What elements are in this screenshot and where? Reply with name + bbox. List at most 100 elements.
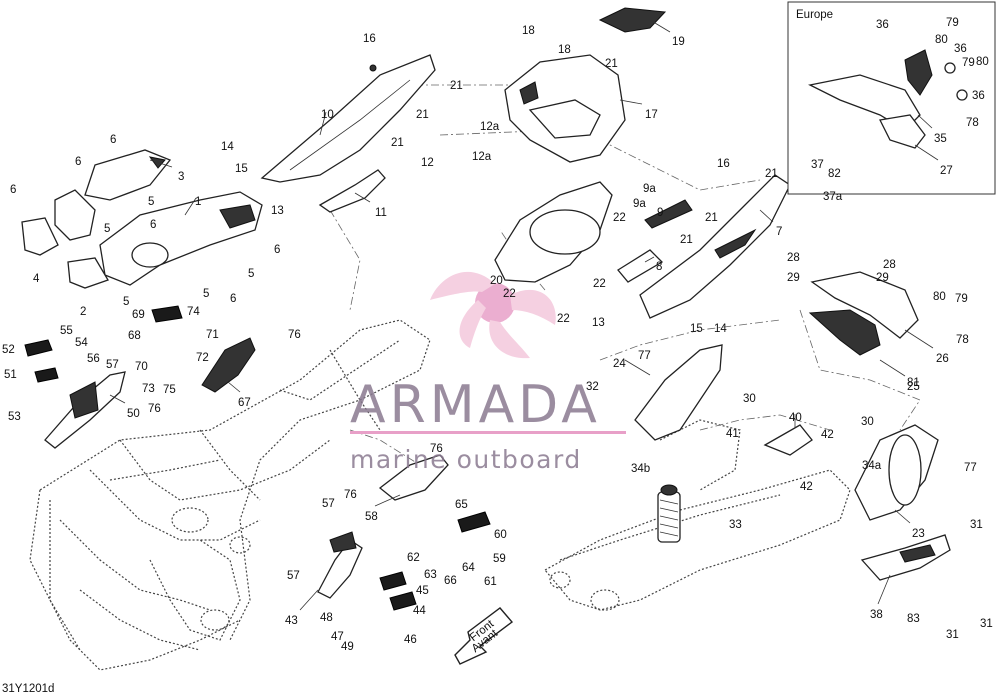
callout-label-c69: 69: [132, 309, 145, 321]
leader-line-c23: [894, 509, 911, 524]
callout-label-c38: 38: [870, 609, 883, 621]
callout-label-c28b: 28: [883, 259, 896, 271]
part-left-support: [54, 189, 96, 241]
callout-label-c81: 81: [907, 377, 920, 389]
callout-label-c12: 12: [421, 157, 434, 169]
callout-label-c71: 71: [206, 329, 219, 341]
part-heel-guard-58: [378, 454, 449, 501]
leader-line-c38: [877, 574, 891, 605]
watermark-brand: ARMADA: [350, 375, 601, 435]
callout-label-c5c: 5: [248, 268, 254, 280]
callout-label-c21a: 21: [450, 80, 463, 92]
callout-label-c19: 19: [672, 36, 685, 48]
callout-label-c6a: 6: [110, 134, 116, 146]
europe-inset: [787, 1, 996, 195]
leader-line-c10: [319, 111, 327, 136]
callout-label-c62: 62: [407, 552, 420, 564]
callout-label-c30b: 30: [861, 416, 874, 428]
callout-label-c56: 56: [87, 353, 100, 365]
callout-label-c14a: 14: [221, 141, 234, 153]
callout-label-c4: 4: [33, 273, 40, 285]
callout-label-c11: 11: [375, 207, 387, 219]
callout-label-c35: 35: [934, 133, 947, 145]
part-rear-guard-23: [854, 424, 939, 521]
propeller-logo: [430, 271, 556, 359]
part-heel-guard-67: [201, 337, 256, 393]
front-arrow: Front Avant: [454, 607, 514, 665]
leader-line-c58: [374, 494, 401, 507]
callout-label-c36a: 36: [876, 19, 889, 31]
part-tank-side-10: [260, 54, 436, 183]
callout-label-c18b: 18: [558, 44, 571, 56]
callout-label-c78b: 78: [956, 334, 969, 346]
part-seat-cowl: [494, 181, 693, 283]
document-code: 31Y1201d: [2, 683, 54, 695]
leader-line-c50: [109, 394, 126, 404]
leader-line-c67: [227, 381, 241, 393]
callout-label-c30a: 30: [743, 393, 756, 405]
part-tail-cap-19: [598, 7, 667, 33]
callout-label-c79b: 79: [962, 57, 975, 69]
callout-label-c66: 66: [444, 575, 457, 587]
leader-line-c3: [149, 159, 173, 168]
part-footpeg-60: [457, 511, 491, 533]
callout-label-c43: 43: [285, 615, 298, 627]
callout-label-c8: 8: [656, 261, 662, 273]
part-fender-26: [810, 271, 919, 339]
callout-label-c18a: 18: [522, 25, 535, 37]
callout-label-c22a: 22: [613, 212, 626, 224]
callout-label-c6b: 6: [75, 156, 81, 168]
callout-label-c79c: 79: [955, 293, 968, 305]
part-bracket-40: [763, 424, 813, 456]
part-heel-guard-50: [44, 371, 126, 449]
callout-label-c47: 47: [331, 631, 344, 643]
callout-label-c77a: 77: [638, 350, 651, 362]
callout-label-c23: 23: [912, 528, 925, 540]
callout-label-c80c: 80: [933, 291, 946, 303]
part-heel-guard-43: [317, 531, 363, 599]
leader-line-c27: [914, 144, 939, 161]
callout-label-c6e: 6: [274, 244, 280, 256]
callout-label-c5d: 5: [203, 288, 209, 300]
callout-label-c60: 60: [494, 529, 507, 541]
callout-label-c21g: 21: [680, 234, 693, 246]
shock-absorber: [657, 484, 681, 543]
callout-label-c16b: 16: [717, 158, 730, 170]
callout-label-c34b: 34b: [631, 463, 650, 475]
callout-label-c1: 1: [195, 196, 201, 208]
callout-label-c67: 67: [238, 397, 251, 409]
leader-line-c26: [904, 329, 934, 349]
callout-label-c54: 54: [75, 337, 88, 349]
callout-label-c31b: 31: [980, 618, 993, 630]
part-trim-11: [318, 169, 386, 213]
callout-label-c75: 75: [163, 384, 176, 396]
callout-label-c42b: 42: [800, 481, 813, 493]
callout-label-c49: 49: [341, 641, 354, 653]
callout-label-c61: 61: [484, 576, 497, 588]
callout-label-c82: 82: [828, 168, 841, 180]
callout-label-c57c: 57: [287, 570, 300, 582]
callout-label-c24: 24: [613, 358, 626, 370]
callout-label-c31c: 31: [946, 629, 959, 641]
callout-label-c73: 73: [142, 383, 155, 395]
callout-label-c9a2: 9a: [633, 198, 646, 210]
callout-label-c28a: 28: [787, 252, 800, 264]
callout-label-c57b: 57: [322, 498, 335, 510]
callout-label-c37: 37: [811, 159, 824, 171]
callout-label-c76c: 76: [430, 443, 443, 455]
callout-label-c13a: 13: [271, 205, 284, 217]
armada-watermark: ARMADA marine outboard: [350, 271, 626, 474]
callout-label-c59: 59: [493, 553, 506, 565]
part-decal-8: [617, 249, 664, 283]
callout-label-c10: 10: [321, 109, 334, 121]
callout-label-c21c: 21: [391, 137, 404, 149]
part-left-panel-1: [99, 191, 263, 286]
callout-label-c7: 7: [776, 226, 782, 238]
callout-label-c3: 3: [178, 171, 184, 183]
leader-line-c1: [184, 197, 197, 216]
callout-label-c79a: 79: [946, 17, 959, 29]
part-side-panel-7: [639, 174, 791, 319]
part-footpeg-52: [24, 339, 59, 383]
callout-label-c14b: 14: [714, 323, 727, 335]
